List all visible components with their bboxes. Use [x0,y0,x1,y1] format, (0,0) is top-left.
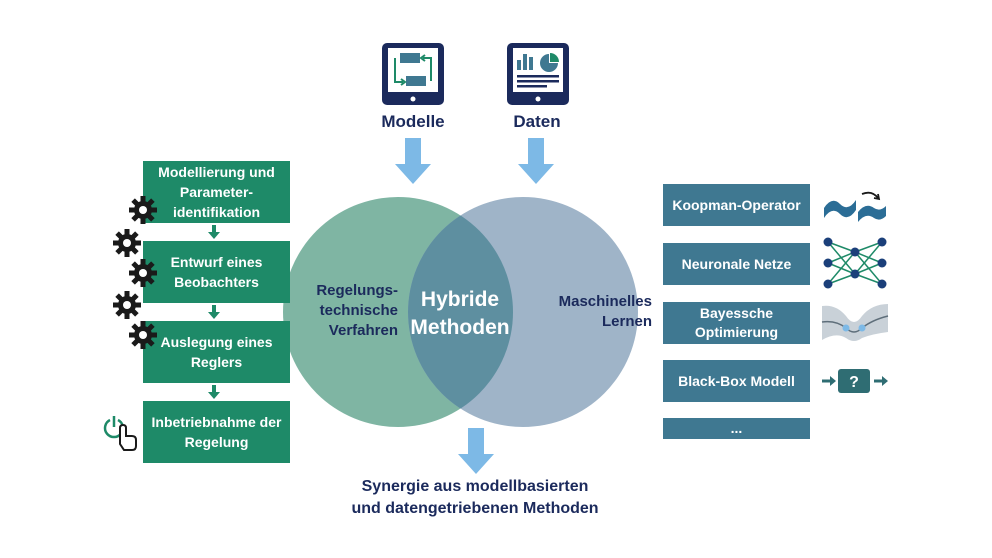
overlap-region [408,197,513,427]
wave-transform-icon [824,191,886,222]
gear-icon [129,259,157,287]
step-beobachter: Entwurf eines Beobachters [143,241,290,303]
gear-icon [113,291,141,319]
left-circle-label: Regelungs- technische Verfahren [316,282,398,339]
svg-text:?: ? [849,374,859,391]
daten-label: Daten [513,112,561,131]
synergy-text: Synergie aus modellbasierten und datenge… [351,478,599,517]
right-circle-label: Maschinelles Lernen [558,293,652,330]
method-neuronale-netze: Neuronale Netze [663,243,810,285]
black-box-icon: ? [822,369,888,393]
gaussian-process-icon [821,304,889,341]
method-bayessche: Bayessche Optimierung [663,302,810,344]
hand-power-icon [103,416,137,451]
step-arrow-3-icon [208,385,220,399]
method-koopman: Koopman-Operator [663,184,810,226]
model-tablet-icon [382,43,444,105]
neural-network-icon [823,237,887,289]
step-arrow-1-icon [208,225,220,239]
synergy-arrow-icon [458,428,494,474]
step-regler: Auslegung eines Reglers [143,321,290,383]
center-label: Hybride Methoden [410,288,510,339]
data-tablet-icon [507,43,569,105]
modelle-label: Modelle [381,112,445,131]
gear-icon [129,196,157,224]
modelle-arrow-icon [395,138,431,184]
method-black-box: Black-Box Modell [663,360,810,402]
gear-icon [113,229,141,257]
step-arrow-2-icon [208,305,220,319]
venn-diagram [283,197,638,427]
step-inbetriebnahme: Inbetriebnahme der Regelung [143,401,290,463]
step-modellierung: Modellierung und Parameter- identifikati… [143,161,290,223]
method-more: ... [663,418,810,439]
daten-arrow-icon [518,138,554,184]
gear-icon [129,321,157,349]
